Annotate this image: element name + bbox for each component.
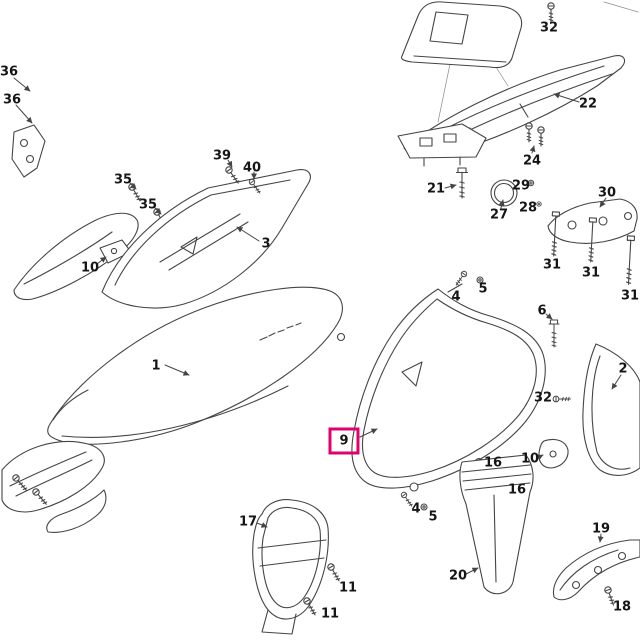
part-callout-5-30[interactable]: 5: [428, 509, 438, 525]
part-callout-20-34[interactable]: 20: [448, 568, 468, 584]
part-callout-17-31[interactable]: 17: [238, 514, 258, 530]
part-callout-18-36[interactable]: 18: [612, 599, 632, 615]
part-callout-36-1[interactable]: 36: [2, 92, 22, 108]
fork-guard-part: [459, 454, 534, 595]
part-callout-10-25[interactable]: 10: [520, 451, 540, 467]
right-side-panel-part: [582, 343, 640, 476]
part-callout-30-16[interactable]: 30: [597, 185, 617, 201]
part-callout-31-19[interactable]: 31: [620, 288, 640, 304]
part-callout-27-15[interactable]: 27: [489, 207, 509, 223]
part-callout-21-12[interactable]: 21: [426, 181, 446, 197]
seat-logo-marks: [259, 322, 302, 341]
part-callout-16-27[interactable]: 16: [507, 482, 527, 498]
part-callout-35-3[interactable]: 35: [138, 197, 158, 213]
cover-disc-part: [490, 179, 518, 207]
chain-slider-part: [552, 539, 640, 601]
assembly-lines: [437, 1, 639, 123]
headlight-mask-part: [252, 499, 329, 635]
part-callout-6-22[interactable]: 6: [537, 303, 547, 319]
part-callout-1-8[interactable]: 1: [151, 358, 161, 374]
side-panel-9-part: [351, 283, 546, 492]
front-fender-part: [1, 440, 107, 533]
part-callout-11-32[interactable]: 11: [338, 580, 358, 596]
part-callout-24-11[interactable]: 24: [522, 153, 542, 169]
part-callout-36-0[interactable]: 36: [0, 64, 19, 80]
leader-lines: [13, 77, 622, 575]
part-callout-31-18[interactable]: 31: [581, 265, 601, 281]
part-callout-35-2[interactable]: 35: [113, 172, 133, 188]
part-callout-22-10[interactable]: 22: [578, 96, 598, 112]
selected-part-callout-9-28[interactable]: 9: [328, 427, 360, 455]
part-callout-4-29[interactable]: 4: [411, 501, 421, 517]
part-callout-39-5[interactable]: 39: [212, 148, 232, 164]
part-callout-32-9[interactable]: 32: [539, 20, 559, 36]
part-callout-3-7[interactable]: 3: [261, 236, 271, 252]
part-callout-5-21[interactable]: 5: [478, 281, 488, 297]
mount-bracket-part: [11, 124, 46, 178]
part-callout-10-4[interactable]: 10: [80, 260, 100, 276]
mount-plate-part: [397, 123, 487, 167]
part-callout-40-6[interactable]: 40: [242, 160, 262, 176]
part-callout-11-33[interactable]: 11: [320, 606, 340, 622]
part-callout-2-23[interactable]: 2: [618, 361, 628, 377]
part-callout-19-35[interactable]: 19: [591, 521, 611, 537]
part-callout-4-20[interactable]: 4: [451, 289, 461, 305]
part-callout-28-14[interactable]: 28: [518, 200, 538, 216]
part-callout-16-26[interactable]: 16: [483, 455, 503, 471]
airbox-part: [400, 1, 523, 69]
rear-bracket-part: [547, 198, 638, 244]
radiator-shroud-part: [101, 169, 311, 309]
panel-bracket-part: [538, 438, 569, 469]
part-callout-32-24[interactable]: 32: [533, 390, 553, 406]
part-callout-31-17[interactable]: 31: [542, 257, 562, 273]
part-callout-29-13[interactable]: 29: [511, 178, 531, 194]
